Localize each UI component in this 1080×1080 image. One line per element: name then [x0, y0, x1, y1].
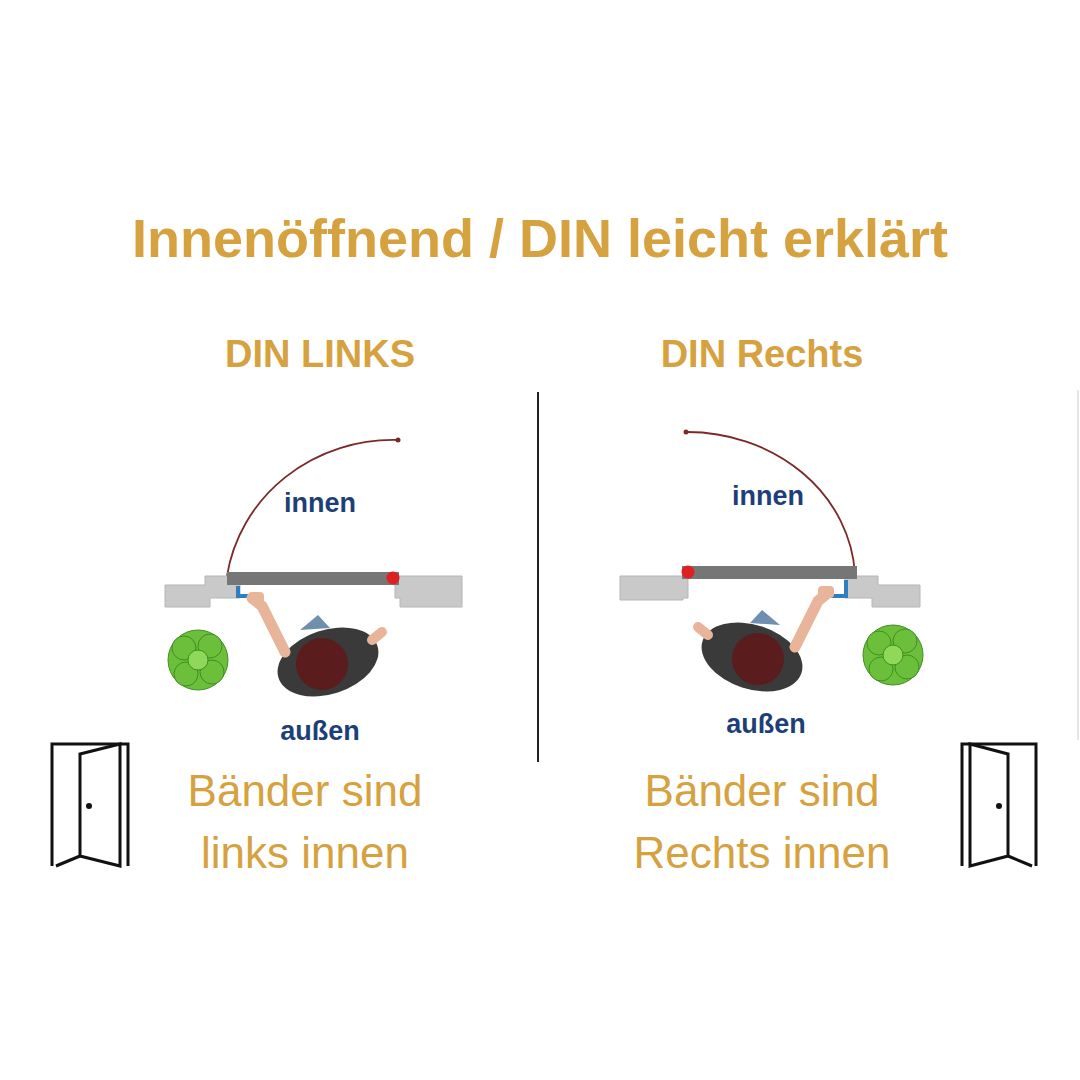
- page-title: Innenöffnend / DIN leicht erklärt: [132, 207, 948, 269]
- side-label: innen: [284, 488, 356, 519]
- divider-line: [537, 392, 539, 762]
- side-label: innen: [732, 481, 804, 512]
- column-heading: DIN Rechts: [661, 333, 864, 376]
- hinge-note: Bänder sind Rechts innen: [597, 760, 927, 884]
- column-heading: DIN LINKS: [225, 333, 415, 376]
- hinge-note: Bänder sind links innen: [140, 760, 470, 884]
- side-label: außen: [280, 716, 360, 747]
- side-label: außen: [726, 709, 806, 740]
